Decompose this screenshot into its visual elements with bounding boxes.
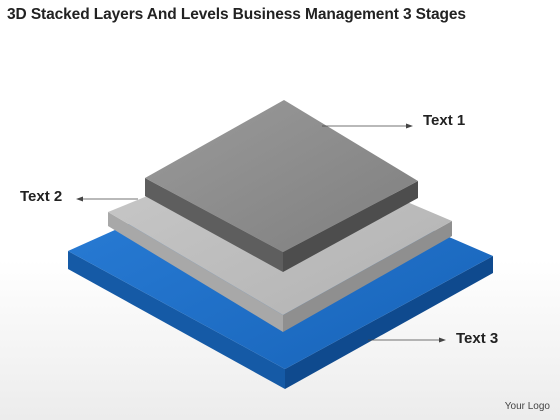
layer-2-left-side (108, 212, 283, 332)
layer-1-right-side (283, 181, 418, 272)
layer-2-label: Text 2 (20, 188, 63, 205)
logo-text: Your Logo (504, 401, 550, 412)
arrow-3 (368, 337, 446, 343)
layer-1-slab (145, 100, 418, 272)
layer-1-label: Text 1 (423, 112, 466, 129)
layer-3-right-side (285, 256, 493, 389)
layer-1-left-side (145, 178, 283, 272)
layer-2-right-side (283, 221, 452, 332)
arrow-2 (76, 196, 138, 202)
page-title: 3D Stacked Layers And Levels Business Ma… (7, 6, 466, 23)
layer-3-label: Text 3 (456, 330, 499, 347)
layer-3-left-side (68, 251, 285, 389)
arrow-1 (322, 123, 413, 129)
layer-1-top (145, 100, 418, 252)
